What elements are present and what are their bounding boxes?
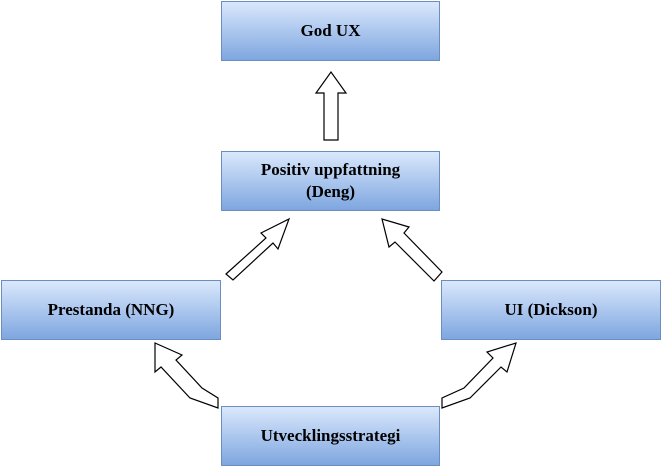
node-prestanda: Prestanda (NNG) <box>1 280 221 340</box>
arrow-prestanda-to-positiv <box>225 217 291 281</box>
node-positiv-line-2: (Deng) <box>305 182 356 201</box>
node-god-ux: God UX <box>221 1 440 61</box>
arrow-positiv-to-godux <box>314 70 348 141</box>
node-utvecklingsstrategi: Utvecklingsstrategi <box>221 406 440 466</box>
node-utvecklingsstrategi-label: Utvecklingsstrategi <box>260 426 401 445</box>
node-ui-dickson-label: UI (Dickson) <box>504 300 598 319</box>
node-ui-dickson: UI (Dickson) <box>441 280 661 340</box>
arrow-utveckling-to-prestanda <box>154 342 219 409</box>
node-positiv-line-1: Positiv uppfattning <box>260 160 401 179</box>
node-god-ux-label: God UX <box>300 21 361 40</box>
node-positiv-uppfattning: Positiv uppfattning (Deng) <box>221 151 440 211</box>
node-prestanda-label: Prestanda (NNG) <box>47 300 175 319</box>
arrow-utveckling-to-ui <box>441 342 517 409</box>
node-positiv-uppfattning-label: Positiv uppfattning (Deng) <box>261 159 400 203</box>
arrow-ui-to-positiv <box>381 218 443 282</box>
